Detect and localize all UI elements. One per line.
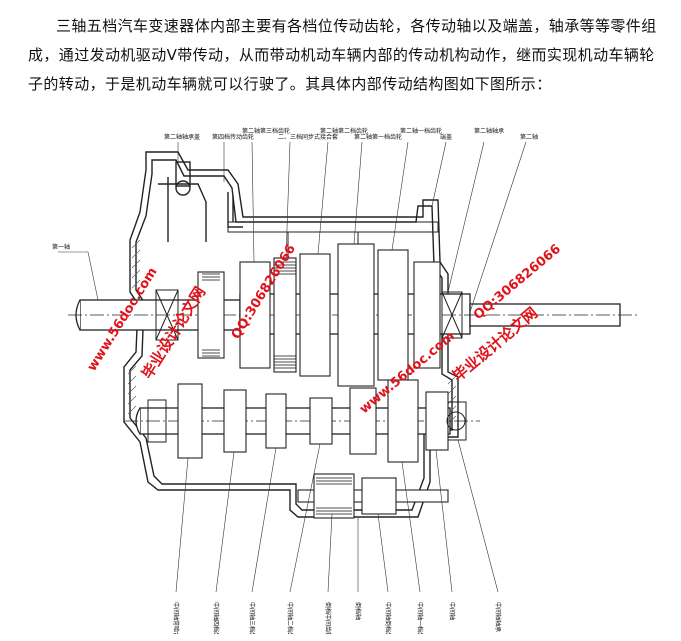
intro-paragraph: 三轴五档汽车变速器体内部主要有各档位传动齿轮，各传动轴以及端盖，轴承等等零件组成… — [28, 17, 657, 93]
label-bottom: 中间轴三档齿轮 — [248, 602, 256, 634]
counter-shaft-gears — [177, 379, 449, 463]
label-bottom: 中间轴一档齿轮 — [416, 602, 424, 634]
label-top: 端盖 — [440, 133, 452, 141]
idler-teeth — [316, 477, 352, 515]
label-top: 第二轴轴承 — [474, 127, 504, 135]
label-top: 第二轴第二档齿轮 — [320, 127, 368, 135]
top-labels: 第二轴轴承盖 第四档传动齿轮 第二轴第三档齿轮 二、三档同步式接合套 第二轴第二… — [164, 127, 538, 141]
bottom-leader-lines — [175, 439, 499, 593]
label-top: 第二轴一档齿轮 — [400, 127, 442, 135]
gearbox-housing — [123, 151, 459, 518]
label-top: 第二轴轴承盖 — [164, 133, 200, 141]
label-bottom: 中间轴二档齿轮 — [286, 602, 294, 634]
label-bottom: 中间轴常啮合齿轮 — [172, 602, 180, 634]
shift-rail — [227, 221, 439, 258]
label-bottom: 中间轴 — [448, 602, 456, 620]
label-input-shaft: 第一轴 — [52, 243, 70, 251]
label-bottom: 倒档轴 — [354, 602, 362, 620]
bearings — [147, 289, 467, 443]
transmission-diagram: 第二轴轴承盖 第四档传动齿轮 第二轴第三档齿轮 二、三档同步式接合套 第二轴第二… — [28, 122, 658, 634]
synchronizer-teeth — [202, 261, 296, 369]
label-top: 二、三档同步式接合套 — [278, 133, 338, 141]
bottom-labels: 中间轴常啮合齿轮 中间轴四档齿轮 中间轴三档齿轮 中间轴二档齿轮 倒档中间齿轮 … — [172, 602, 502, 634]
label-bottom: 中间轴四档齿轮 — [212, 602, 220, 634]
main-shaft-gears — [197, 243, 441, 387]
label-bottom: 中间轴轴承 — [494, 602, 502, 632]
top-leader-lines — [58, 141, 527, 313]
label-top: 第二轴第三档齿轮 — [242, 127, 290, 135]
label-top: 第四档传动齿轮 — [212, 133, 254, 141]
transmission-drawing: 第二轴轴承盖 第四档传动齿轮 第二轴第三档齿轮 二、三档同步式接合套 第二轴第二… — [52, 127, 638, 634]
label-bottom: 倒档中间齿轮 — [324, 602, 332, 634]
label-top: 第二轴 — [520, 133, 538, 141]
label-top: 第二轴第一档齿轮 — [354, 133, 402, 141]
label-bottom: 中间轴倒档齿轮 — [384, 602, 392, 634]
